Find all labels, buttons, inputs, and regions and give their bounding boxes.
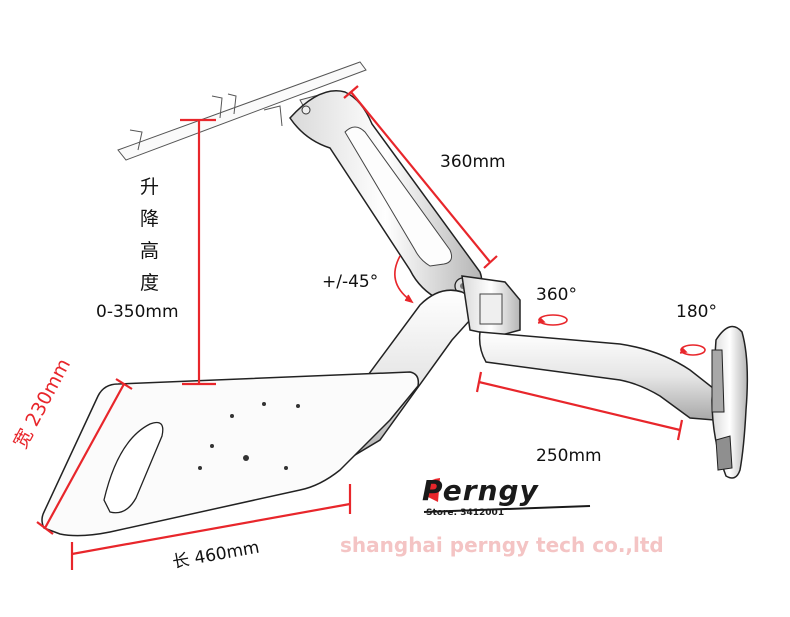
height-label-char-2: 降 (140, 208, 160, 230)
swivel-180-label: 180° (676, 302, 717, 322)
company-watermark: shanghai perngy tech co.,ltd (340, 533, 664, 557)
height-range-label: 0-350mm (96, 302, 179, 322)
swivel-joint (461, 275, 521, 337)
brand-logo-icon (423, 478, 591, 513)
dimension-lines (36, 85, 684, 570)
laptop-tray (41, 371, 420, 537)
swivel-360-label: 360° (536, 285, 577, 305)
rotation-arrow-180-icon (679, 344, 706, 356)
main-arm (478, 331, 719, 421)
height-label-char-4: 度 (140, 272, 160, 294)
tilt-arc-icon (394, 255, 414, 304)
height-label-char-1: 升 (140, 176, 160, 198)
rotation-arrow-360-icon (537, 314, 568, 326)
store-number: Store: 3412001 (426, 508, 505, 518)
tilt-angle-label: +/-45° (322, 272, 379, 292)
height-label-char-3: 高 (140, 240, 160, 262)
brand-name: Perngy (422, 474, 539, 507)
wall-mount (711, 325, 749, 479)
brand-block: Perngy Store: 3412001 (422, 474, 602, 524)
main-arm-length-label: 250mm (536, 446, 602, 466)
upper-arm (289, 90, 483, 301)
upper-arm-length-label: 360mm (440, 152, 506, 172)
